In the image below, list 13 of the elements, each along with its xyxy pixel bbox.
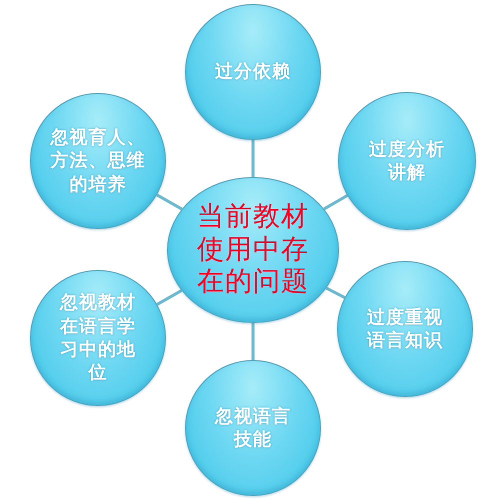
topic-label: 过分依赖: [214, 60, 292, 84]
connector-line: [323, 194, 348, 210]
connector-line: [156, 289, 182, 306]
connector-line: [326, 286, 346, 299]
topic-label: 忽视育人、方法、思维的培养: [49, 126, 146, 196]
topic-label: 过度分析讲解: [368, 138, 446, 184]
topic-label: 忽视语言技能: [214, 404, 292, 452]
central-topic-label: 当前教材使用中存在的问题: [196, 201, 310, 299]
topic-label: 忽视教材在语言学习中的地位: [58, 291, 137, 385]
topic-label: 过度重视语言知识: [366, 306, 444, 352]
connector-line: [252, 140, 254, 177]
connector-line: [156, 194, 183, 210]
connector-line: [252, 323, 254, 360]
